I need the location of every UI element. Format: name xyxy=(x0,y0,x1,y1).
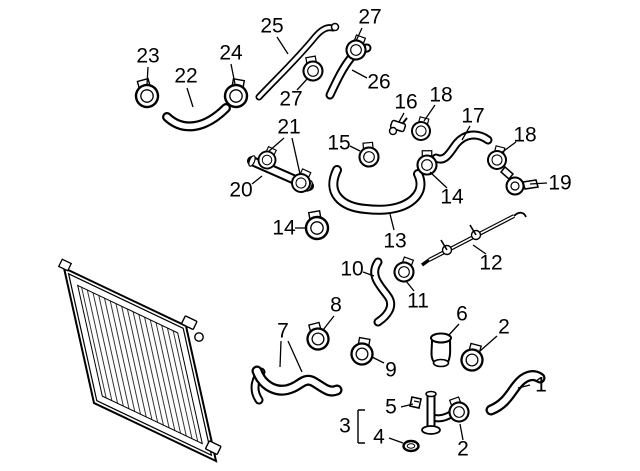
callout-21: 21 xyxy=(277,115,301,139)
callout-2-lower: 2 xyxy=(457,437,469,461)
group-bracket-3 xyxy=(357,409,365,444)
hose-clamp-27-left xyxy=(300,54,326,84)
callout-11: 11 xyxy=(407,289,429,313)
hose-clamp-15 xyxy=(357,140,381,169)
radiator xyxy=(57,258,222,463)
callout-27-top: 27 xyxy=(358,5,382,29)
callout-22: 22 xyxy=(174,64,198,88)
callout-23: 23 xyxy=(136,44,160,68)
hose-clamp-11 xyxy=(390,254,419,286)
radiator-upper-fitting xyxy=(181,315,198,330)
callout-7: 7 xyxy=(277,319,289,343)
callout-14-left: 14 xyxy=(272,216,296,240)
callout-24: 24 xyxy=(219,41,243,65)
callout-15: 15 xyxy=(327,131,351,155)
callout-4: 4 xyxy=(373,425,385,449)
callout-20: 20 xyxy=(229,178,253,202)
callout-8: 8 xyxy=(330,293,342,317)
hose-clamp-14-left xyxy=(302,208,331,242)
hose-17 xyxy=(431,130,493,164)
hose-clamp-2-upper xyxy=(457,340,488,375)
flanged-pipe-6 xyxy=(430,332,452,368)
hose-1 xyxy=(485,370,546,416)
callout-19: 19 xyxy=(548,171,572,195)
hose-7 xyxy=(250,365,343,405)
callout-13: 13 xyxy=(383,229,407,253)
hose-13 xyxy=(328,165,426,215)
callout-17: 17 xyxy=(461,104,485,128)
hose-clamp-9 xyxy=(348,335,377,368)
pipe-assembly-12 xyxy=(420,211,527,267)
callout-26: 26 xyxy=(367,70,391,94)
radiator-lower-fitting xyxy=(205,440,222,455)
hose-10 xyxy=(370,257,396,327)
thermostat-housing-3 xyxy=(421,390,456,435)
callout-1: 1 xyxy=(535,373,547,397)
callout-18-upper: 18 xyxy=(429,83,453,107)
callout-10: 10 xyxy=(340,257,364,281)
callout-2-upper: 2 xyxy=(498,315,510,339)
callout-14-right: 14 xyxy=(440,185,464,209)
callout-18-right: 18 xyxy=(513,123,537,147)
pipe-25 xyxy=(255,22,340,101)
callout-3: 3 xyxy=(339,414,351,438)
retaining-clip-5 xyxy=(409,396,422,409)
auxiliary-pump-19 xyxy=(499,165,539,196)
callout-12: 12 xyxy=(479,251,503,275)
callout-6: 6 xyxy=(456,302,468,326)
callout-9: 9 xyxy=(385,358,397,382)
radiator-bracket xyxy=(57,258,73,272)
hose-clamp-18-upper xyxy=(408,114,435,144)
callout-16: 16 xyxy=(394,90,418,114)
callout-27-left: 27 xyxy=(279,87,303,111)
hose-clamp-24 xyxy=(222,76,251,110)
leader-lines xyxy=(146,27,548,444)
fitting-16 xyxy=(388,117,408,136)
callout-25: 25 xyxy=(260,14,284,38)
hose-clamp-23 xyxy=(130,76,162,111)
hose-22 xyxy=(162,103,231,132)
radiator-cap xyxy=(194,332,204,342)
o-ring-4 xyxy=(402,439,420,453)
callout-5: 5 xyxy=(385,395,397,419)
